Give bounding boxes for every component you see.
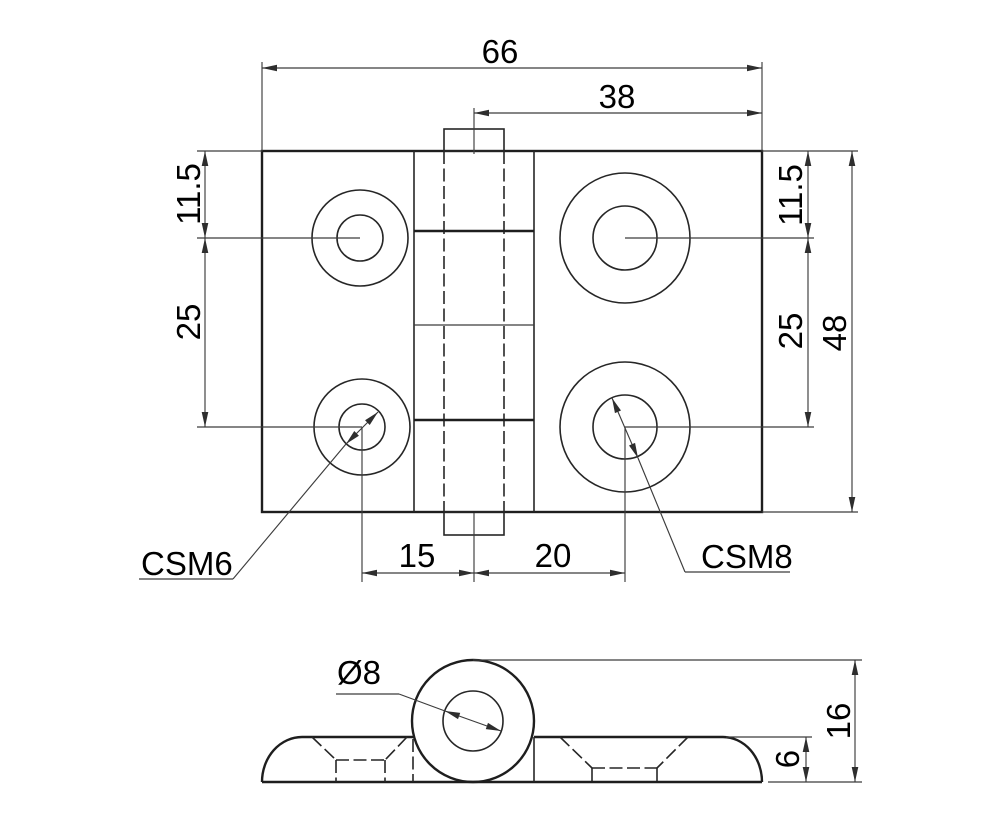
- csm8-diameter-arrows: [611, 397, 639, 459]
- csm6-leader: [232, 443, 347, 580]
- dim-25-right-label: 25: [772, 313, 809, 350]
- dim-66-label: 66: [482, 33, 519, 70]
- dim-16-label: 16: [820, 703, 857, 740]
- dim-11-5-left-label: 11.5: [170, 163, 207, 225]
- csm8-leader: [637, 457, 686, 573]
- csm6-cone-left: [311, 736, 337, 761]
- top-view: [197, 108, 814, 582]
- dim-48-label: 48: [816, 315, 853, 352]
- csm8-label: CSM8: [701, 538, 793, 575]
- csm8-cone-right: [656, 736, 689, 769]
- csm6-cone-right: [384, 736, 408, 761]
- dia8-diameter-arrows: [444, 710, 502, 732]
- dim-11-5-right-label: 11.5: [772, 164, 809, 226]
- dim-20-label: 20: [535, 537, 572, 574]
- knuckle-pin-bore: [442, 690, 504, 752]
- side-left-rounded-end: [260, 735, 303, 783]
- dim-6-label: 6: [769, 750, 806, 768]
- dia8-label: Ø8: [337, 654, 381, 691]
- dim-25-left-label: 25: [170, 304, 207, 341]
- csm6-diameter-arrows: [345, 411, 379, 445]
- side-view: [260, 658, 764, 784]
- dia8-leader: [398, 693, 446, 712]
- csm6-label: CSM6: [141, 545, 233, 582]
- dim-38-label: 38: [599, 78, 636, 115]
- hinge-plate-outline: [260, 149, 764, 514]
- top-view-dimensions: 66 38 11.5 25 11.5 25 48 15 20: [170, 33, 858, 577]
- side-view-dimensions: Ø8 16 6: [336, 654, 862, 783]
- csm8-cone-left: [559, 736, 593, 769]
- hole-callouts: CSM6 CSM8: [139, 397, 793, 582]
- side-right-rounded-end: [722, 735, 764, 783]
- dim-15-label: 15: [399, 537, 436, 574]
